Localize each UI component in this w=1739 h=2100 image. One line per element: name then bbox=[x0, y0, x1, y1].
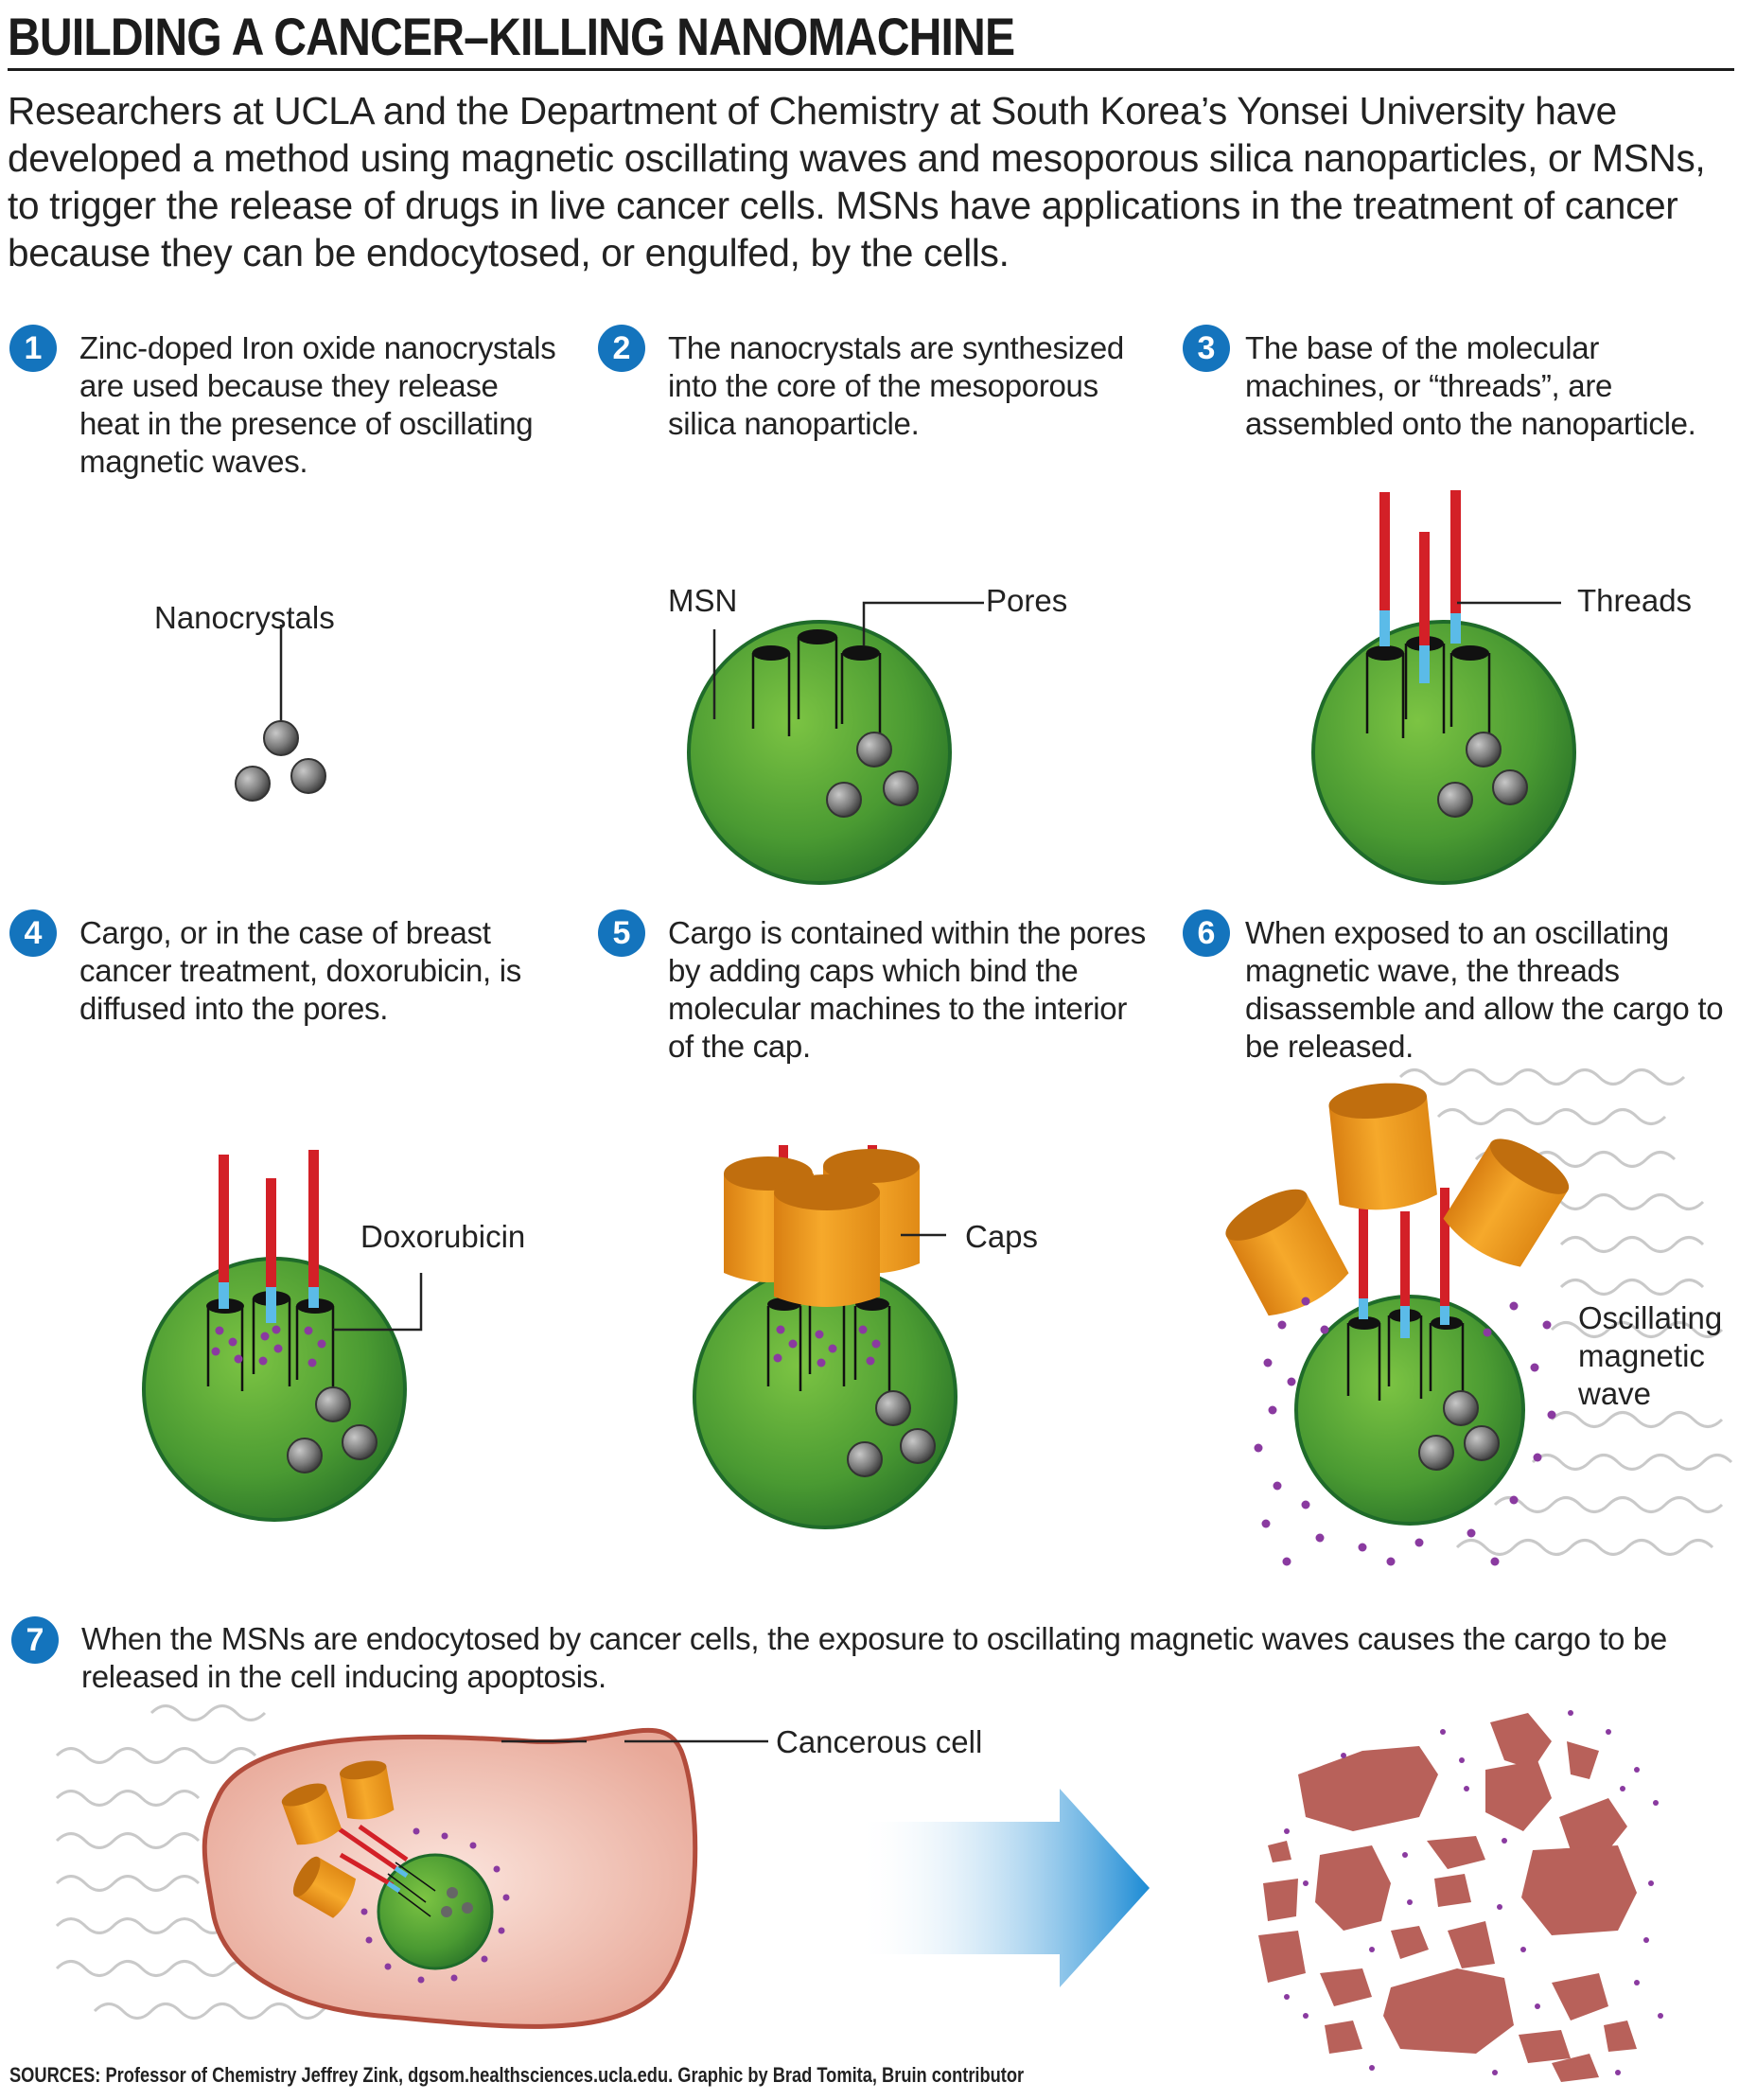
step-6-text: When exposed to an oscillating magnetic … bbox=[1245, 915, 1724, 1064]
step-3-badge: 3 bbox=[1183, 325, 1230, 372]
label-nanocrystals: Nanocrystals bbox=[154, 600, 335, 635]
step-5-text: Cargo is contained within the pores by a… bbox=[668, 915, 1146, 1064]
label-wave-line2: magnetic bbox=[1578, 1338, 1705, 1373]
label-cancerous-cell: Cancerous cell bbox=[776, 1724, 983, 1759]
step-1-badge: 1 bbox=[9, 325, 57, 372]
arrow-icon bbox=[856, 1789, 1150, 1987]
label-wave-line3: wave bbox=[1578, 1376, 1652, 1411]
step-5-badge: 5 bbox=[598, 909, 645, 957]
released-cargo bbox=[1284, 1710, 1663, 2075]
title-rule bbox=[8, 68, 1734, 71]
nanocrystals-illustration bbox=[235, 625, 326, 802]
cancer-cell-illustration bbox=[55, 1704, 768, 2029]
step-4-text: Cargo, or in the case of breast cancer t… bbox=[79, 915, 521, 1026]
label-wave-line1: Oscillating bbox=[1578, 1300, 1723, 1335]
step-2-badge: 2 bbox=[598, 325, 645, 372]
threads-illustration bbox=[1311, 490, 1576, 885]
sources-credit: SOURCES: Professor of Chemistry Jeffrey … bbox=[9, 2063, 1025, 2087]
step-1-text: Zinc-doped Iron oxide nanocrystals are u… bbox=[79, 330, 556, 479]
msn-illustration bbox=[687, 601, 984, 885]
label-threads: Threads bbox=[1577, 583, 1693, 618]
release-illustration bbox=[1225, 1068, 1733, 1566]
step-6-badge: 6 bbox=[1183, 909, 1230, 957]
step-7-text: When the MSNs are endocytosed by cancer … bbox=[81, 1621, 1667, 1694]
caps-illustration bbox=[693, 1145, 957, 1529]
page-title: BUILDING A CANCER–KILLING NANOMACHINE bbox=[8, 7, 1015, 66]
step-2-text: The nanocrystals are synthesized into th… bbox=[668, 330, 1124, 441]
step-3-text: The base of the molecular machines, or “… bbox=[1245, 330, 1696, 441]
label-caps: Caps bbox=[965, 1219, 1039, 1254]
apoptosis-fragments bbox=[1258, 1713, 1637, 2082]
step-4-badge: 4 bbox=[9, 909, 57, 957]
label-doxorubicin: Doxorubicin bbox=[360, 1219, 526, 1254]
intro-paragraph: Researchers at UCLA and the Department o… bbox=[8, 89, 1706, 274]
step-7-badge: 7 bbox=[11, 1616, 59, 1664]
label-pores: Pores bbox=[986, 583, 1068, 618]
doxorubicin-illustration bbox=[142, 1150, 423, 1522]
label-msn: MSN bbox=[668, 583, 738, 618]
